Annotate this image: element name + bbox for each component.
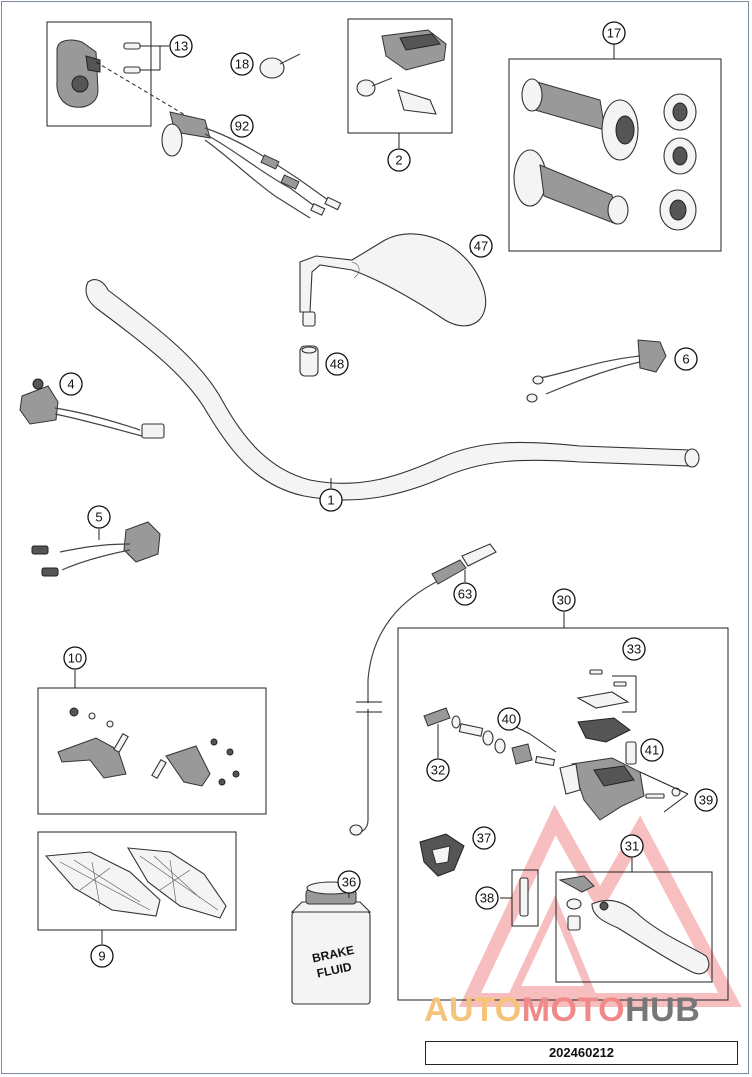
watermark-part-moto: MOTO: [521, 991, 626, 1029]
callout-30-label: 30: [557, 593, 571, 608]
callout-5-label: 5: [95, 510, 102, 525]
callout-1-label: 1: [327, 493, 334, 508]
callout-4-label: 4: [67, 377, 74, 392]
callout-33: 33: [622, 637, 646, 661]
switch-part: [356, 29, 447, 115]
callout-47: 47: [469, 234, 493, 258]
callout-39: 39: [694, 788, 718, 812]
pivot-bolt-part: [625, 741, 681, 799]
clutch-switch-part: [31, 521, 161, 577]
callout-30: 30: [552, 588, 576, 612]
callout-40-label: 40: [502, 712, 516, 727]
box-throttle-housing: [46, 21, 152, 127]
hand-guard-mounts-part: [57, 707, 240, 787]
callout-18-label: 18: [235, 57, 249, 72]
callout-10: 10: [63, 646, 87, 670]
grip-left-part: [513, 149, 629, 225]
box-master-cylinder: [397, 627, 729, 1001]
callout-38: 38: [475, 886, 499, 910]
left-switch-part: [19, 378, 165, 439]
throttle-cables-part: [161, 111, 342, 219]
callout-92: 92: [230, 114, 254, 138]
callout-36: 36: [337, 870, 361, 894]
reservoir-cover-part: [576, 669, 631, 743]
box-grips: [508, 58, 722, 252]
callout-17: 17: [602, 21, 626, 45]
watermark-part-auto: AUTO: [424, 991, 522, 1029]
callout-39-label: 39: [699, 793, 713, 808]
callout-41: 41: [640, 738, 664, 762]
callout-38-label: 38: [480, 891, 494, 906]
callout-32-label: 32: [431, 763, 445, 778]
callout-5: 5: [87, 505, 111, 529]
brake-fluid-bottle: [290, 881, 372, 1005]
brake-line-part: [349, 543, 497, 836]
callout-6: 6: [674, 347, 698, 371]
box-brake-lever: [555, 871, 713, 983]
piston-kit-part: [423, 707, 556, 767]
callout-2: 2: [387, 148, 411, 172]
callout-33-label: 33: [627, 642, 641, 657]
brake-lever-part: [558, 875, 710, 975]
callout-10-label: 10: [68, 651, 82, 666]
callout-2-label: 2: [395, 153, 402, 168]
callout-18: 18: [230, 52, 254, 76]
grip-right-part: [521, 78, 639, 161]
front-cover-part: [299, 233, 487, 327]
box-hand-guards: [37, 831, 237, 931]
callout-4: 4: [59, 372, 83, 396]
callout-31-label: 31: [625, 839, 639, 854]
callout-9: 9: [90, 944, 114, 968]
handlebar-part: [85, 279, 700, 501]
pin-part: [519, 877, 529, 917]
box-switch: [347, 18, 453, 134]
callout-40: 40: [497, 707, 521, 731]
callout-36-label: 36: [342, 875, 356, 890]
watermark-part-hub: HUB: [625, 991, 701, 1029]
grip-rings-part: [659, 93, 697, 231]
callout-41-label: 41: [645, 743, 659, 758]
hand-guards-part: [44, 847, 227, 919]
callout-13-label: 13: [174, 39, 188, 54]
spacer-part: [299, 345, 319, 377]
cover-boot-part: [419, 833, 465, 877]
kill-switch-part: [526, 339, 667, 403]
callout-1: 1: [319, 488, 343, 512]
callout-37-label: 37: [477, 831, 491, 846]
housing-screws: [123, 42, 141, 74]
callout-9-label: 9: [98, 949, 105, 964]
callout-31: 31: [620, 834, 644, 858]
callout-48-label: 48: [330, 357, 344, 372]
master-cylinder-part: [559, 757, 645, 821]
callout-92-label: 92: [235, 119, 249, 134]
drawing-number: 202460212: [425, 1041, 738, 1065]
callout-37: 37: [472, 826, 496, 850]
callout-63-label: 63: [458, 587, 472, 602]
callout-48: 48: [325, 352, 349, 376]
watermark-text: AUTOMOTOHUB: [424, 993, 700, 1027]
callout-17-label: 17: [607, 26, 621, 41]
callout-63: 63: [453, 582, 477, 606]
cable-tie-part: [259, 53, 301, 79]
callout-6-label: 6: [682, 352, 689, 367]
throttle-housing-part: [56, 39, 101, 108]
callout-13: 13: [169, 34, 193, 58]
box-hand-guard-mounts: [37, 687, 267, 815]
callout-32: 32: [426, 758, 450, 782]
callout-47-label: 47: [474, 239, 488, 254]
